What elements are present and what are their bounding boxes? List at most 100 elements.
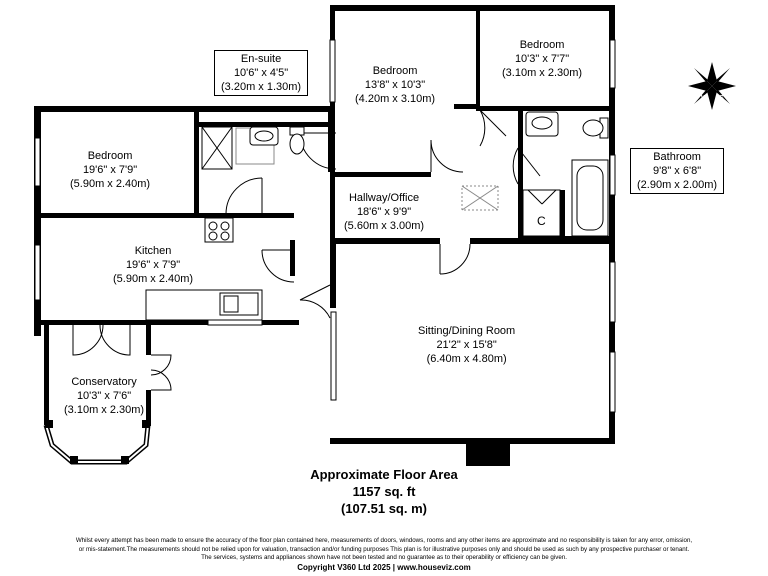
label-sitting: Sitting/Dining Room 21'2" x 15'8" (6.40m… (418, 324, 515, 366)
wall-right-upper (609, 5, 615, 240)
ensuite-name: En-suite (240, 53, 282, 65)
compass-s: S (719, 95, 724, 102)
bathroom-imperial: 9'8" x 6'8" (653, 165, 702, 177)
wall-top (330, 5, 615, 11)
bedroom-center-name: Bedroom (372, 65, 418, 77)
wall-bedroom-divider (476, 11, 480, 111)
wall-kitchen-right (290, 240, 295, 276)
wall-conservatory-right-top (146, 325, 151, 355)
bathroom-name: Bathroom (653, 151, 701, 163)
wall-conservatory-right-bottom (146, 390, 151, 426)
label-bedroom-right: Bedroom 10'3" x 7'7" (3.10m x 2.30m) (502, 38, 582, 80)
floor-area: Approximate Floor Area 1157 sq. ft (107.… (0, 466, 768, 517)
wall-bedroom-kitchen (34, 213, 294, 218)
window-sitting-right-1 (609, 261, 616, 323)
door-right-bedroom (479, 109, 486, 147)
door-bathroom (512, 147, 519, 185)
wall-sitting-top-left (330, 238, 440, 244)
door-kitchen (261, 249, 295, 283)
cupboard-outline (522, 189, 561, 237)
floor-area-sqft: 1157 sq. ft (352, 484, 416, 499)
door-center-bedroom (430, 139, 464, 173)
floor-area-sqm: (107.51 sq. m) (341, 501, 427, 516)
door-bedroom-left (225, 177, 263, 215)
window-right-bedroom (609, 39, 616, 89)
compass-n: N (701, 68, 707, 75)
door-conservatory-4 (150, 369, 172, 391)
wall-sitting-top-right (470, 238, 615, 244)
label-ensuite: En-suite 10'6" x 4'5" (3.20m x 1.30m) (214, 50, 309, 96)
window-sitting-right-2 (609, 351, 616, 413)
sitting-imperial: 21'2" x 15'8" (436, 339, 497, 351)
wall-ensuite-top (199, 122, 334, 127)
compass-icon: N E S W (684, 58, 740, 114)
window-center-bedroom (329, 39, 336, 103)
window-bathroom (609, 154, 616, 196)
bedroom-center-metric: (4.20m x 3.10m) (355, 93, 436, 105)
window-kitchen-bottom (207, 319, 263, 326)
wall-sitting-right (609, 238, 615, 444)
window-sitting-left (330, 311, 337, 401)
sitting-name: Sitting/Dining Room (418, 325, 516, 337)
label-bedroom-center: Bedroom 13'8" x 10'3" (4.20m x 3.10m) (355, 64, 435, 106)
conservatory-bay (43, 420, 151, 465)
wall-center-bedroom-corner (454, 104, 480, 109)
window-kitchen-left (34, 244, 41, 301)
door-cupboard (527, 189, 557, 205)
hallway-name: Hallway/Office (348, 192, 420, 204)
ensuite-toilet (289, 133, 305, 155)
kitchen-name: Kitchen (134, 245, 172, 257)
door-conservatory-3 (150, 354, 172, 376)
wall-center-bedroom-left (330, 5, 335, 240)
bedroom-left-metric: (5.90m x 2.40m) (70, 178, 151, 190)
bedroom-right-imperial: 10'3" x 7'7" (514, 53, 570, 65)
wall-left-outer (34, 106, 41, 336)
door-sitting-hall (439, 243, 471, 275)
wall-bedroom-ensuite (194, 112, 199, 217)
conservatory-imperial: 10'3" x 7'6" (76, 390, 132, 402)
kitchen-metric: (5.90m x 2.40m) (113, 273, 194, 285)
bedroom-right-metric: (3.10m x 2.30m) (502, 67, 583, 79)
label-bathroom: Bathroom 9'8" x 6'8" (2.90m x 2.00m) (630, 148, 725, 194)
copyright: Copyright V360 Ltd 2025 | www.houseviz.c… (297, 563, 471, 572)
door-conservatory-1 (72, 324, 104, 356)
label-conservatory: Conservatory 10'3" x 7'6" (3.10m x 2.30m… (64, 375, 144, 417)
compass-e: E (719, 68, 724, 75)
door-conservatory-2 (99, 324, 131, 356)
label-kitchen: Kitchen 19'6" x 7'9" (5.90m x 2.40m) (113, 244, 193, 286)
door-sitting-left (299, 299, 331, 319)
conservatory-name: Conservatory (71, 376, 137, 388)
walls (34, 5, 615, 466)
label-hallway: Hallway/Office 18'6" x 9'9" (5.60m x 3.0… (344, 191, 424, 233)
doors (72, 109, 557, 391)
wall-conservatory-left (44, 325, 49, 425)
hallway-imperial: 18'6" x 9'9" (356, 206, 412, 218)
wall-cupboard (560, 190, 565, 238)
wall-bathroom-left (518, 111, 523, 241)
bedroom-center-imperial: 13'8" x 10'3" (364, 79, 426, 91)
label-bedroom-left: Bedroom 19'6" x 7'9" (5.90m x 2.40m) (70, 149, 150, 191)
bathroom-toilet (582, 119, 604, 137)
bedroom-left-imperial: 19'6" x 7'9" (82, 164, 138, 176)
disclaimer: Whilst every attempt has been made to en… (14, 537, 754, 563)
compass-w: W (701, 95, 708, 102)
window-bedroom-left (34, 137, 41, 187)
wall-sitting-left (330, 238, 336, 308)
disclaimer-line-1: Whilst every attempt has been made to en… (75, 537, 693, 544)
ensuite-imperial: 10'6" x 4'5" (233, 67, 289, 79)
chimney-breast (466, 440, 510, 466)
bath-inner (576, 165, 604, 231)
fixtures (145, 111, 609, 321)
bathroom-metric: (2.90m x 2.00m) (637, 179, 718, 191)
disclaimer-line-2: or mis-statement.The measurements should… (78, 545, 690, 553)
conservatory-metric: (3.10m x 2.30m) (64, 404, 145, 416)
floor-area-title: Approximate Floor Area (310, 467, 458, 482)
windows (34, 39, 616, 413)
disclaimer-line-3: The services, systems and appliances sho… (201, 554, 567, 562)
wall-top-left-block (34, 106, 334, 112)
wall-center-bedroom-bottom (335, 172, 431, 177)
cupboard-name: C (537, 214, 546, 228)
bedroom-left-name: Bedroom (87, 150, 133, 162)
bedroom-right-name: Bedroom (519, 39, 565, 51)
